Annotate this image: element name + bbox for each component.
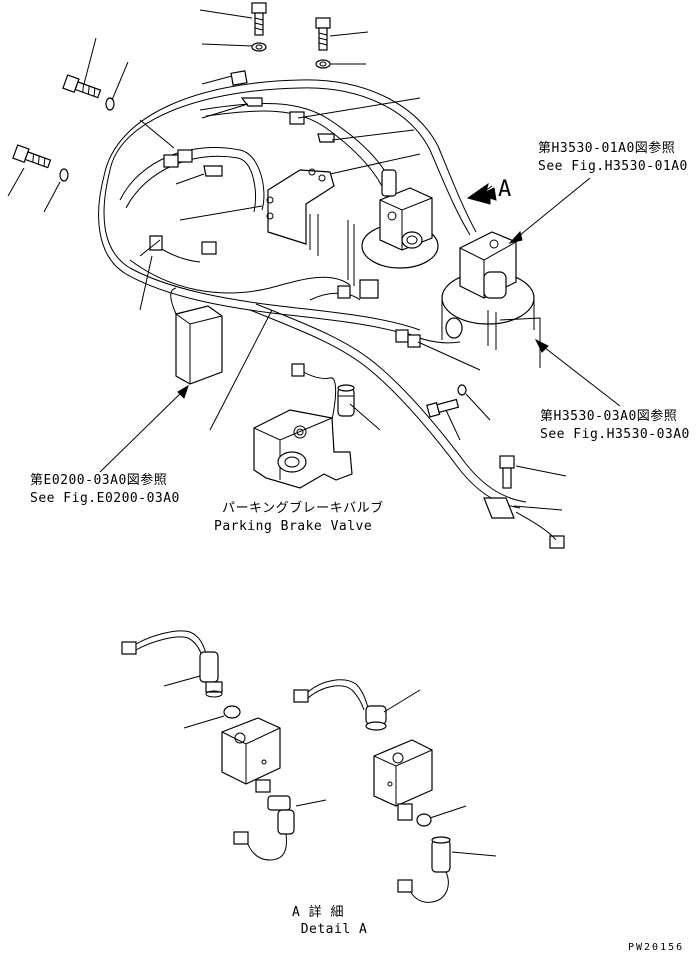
washer-5 xyxy=(457,384,467,396)
bolt-2 xyxy=(315,17,331,51)
callout-parking-brake-valve: パーキングブレーキバルブ Parking Brake Valve xyxy=(214,500,384,534)
detail-sensor-4 xyxy=(397,836,497,903)
solenoid-valve-left xyxy=(361,169,439,269)
washer-3 xyxy=(105,97,115,111)
detail-a-caption: A 詳 細 Detail A xyxy=(292,904,367,937)
callout-h3530-03a0: 第H3530-03A0図参照 See Fig.H3530-03A0 xyxy=(499,317,690,442)
solenoid-valve-right xyxy=(441,231,535,350)
drawing-code: PW20156 xyxy=(628,942,684,953)
detail-a-assembly xyxy=(121,630,497,903)
washer-4 xyxy=(59,168,69,182)
relay-box xyxy=(170,287,223,385)
callout-h3530-01a0: 第H3530-01A0図参照 See Fig.H3530-01A0 xyxy=(508,140,688,244)
washer-2 xyxy=(315,59,331,69)
harness-connectors xyxy=(163,70,565,549)
detail-sensor-1 xyxy=(121,630,223,698)
leader-lines-upper xyxy=(7,9,567,511)
detail-o-ring-1 xyxy=(223,705,241,719)
detail-a-en: Detail A xyxy=(301,922,368,937)
view-marker-label: A xyxy=(498,177,512,202)
detail-sensor-3 xyxy=(293,679,421,731)
bolt-3 xyxy=(62,74,102,99)
view-arrow-a: A xyxy=(466,177,512,205)
parking-brake-valve-jp: パーキングブレーキバルブ xyxy=(222,500,384,516)
mounting-bracket xyxy=(266,168,355,286)
parking-brake-valve-en: Parking Brake Valve xyxy=(214,519,372,534)
detail-a-jp: A 詳 細 xyxy=(292,904,344,920)
harness-clips xyxy=(149,97,515,519)
washer-1 xyxy=(251,42,267,52)
callout-h3530-01a0-en: See Fig.H3530-01A0 xyxy=(538,159,688,174)
upper-assembly xyxy=(7,2,567,549)
detail-sensor-2 xyxy=(233,795,327,861)
callout-h3530-01a0-jp: 第H3530-01A0図参照 xyxy=(538,140,675,156)
detail-o-ring-2 xyxy=(416,813,432,827)
callout-e0200-03a0-en: See Fig.E0200-03A0 xyxy=(30,491,180,506)
detail-valve-block-right xyxy=(373,739,433,821)
detail-valve-block-left xyxy=(221,717,281,793)
callout-h3530-03a0-jp: 第H3530-03A0図参照 xyxy=(540,408,677,424)
callout-h3530-03a0-en: See Fig.H3530-03A0 xyxy=(540,427,690,442)
callout-e0200-03a0-jp: 第E0200-03A0図参照 xyxy=(30,472,167,488)
bolt-4 xyxy=(12,144,52,169)
bolt-1 xyxy=(251,2,267,36)
parking-brake-valve-body xyxy=(253,384,355,489)
bolt-6 xyxy=(499,455,515,489)
bolt-5 xyxy=(426,398,460,418)
callout-e0200-03a0: 第E0200-03A0図参照 See Fig.E0200-03A0 xyxy=(30,384,189,506)
